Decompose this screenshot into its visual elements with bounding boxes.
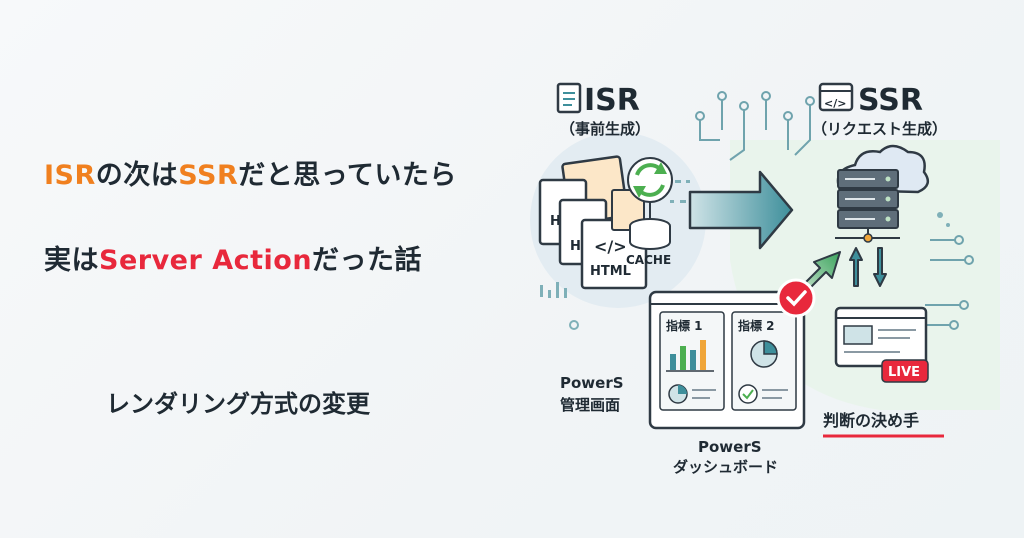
live-browser-window (834, 306, 928, 368)
live-badge: LIVE (881, 359, 929, 383)
isr-document-icon (556, 82, 582, 114)
server-icon (835, 169, 900, 243)
headline-text: 実は (44, 245, 99, 276)
request-response-arrows (849, 247, 887, 287)
ssr-code-window-icon: </> (818, 82, 854, 112)
metric-2-label: 指標 2 (738, 318, 775, 333)
isr-subtitle: （事前生成） (560, 120, 650, 138)
svg-text:</>: </> (824, 97, 846, 110)
check-circle-icon (738, 384, 758, 404)
svg-text:H: H (550, 214, 561, 229)
headline-line-1: ISRの次はSSRだと思っていたら (44, 153, 457, 192)
headline-text: だった話 (312, 245, 423, 276)
headline-ssr: SSR (178, 160, 239, 191)
dashboard-label-line2: ダッシュボード (673, 458, 778, 476)
headline-text: だと思っていたら (238, 160, 457, 191)
code-icon: </> (594, 237, 627, 256)
svg-text:H: H (570, 239, 581, 254)
pie-chart-icon (668, 340, 778, 404)
subtitle: レンダリング方式の変更 (106, 390, 370, 418)
headline-isr: ISR (44, 160, 96, 191)
ssr-title: SSR (858, 83, 923, 118)
metric-1-label: 指標 1 (666, 318, 703, 333)
bar-chart-icon (666, 340, 714, 372)
isr-html-label: HTML (590, 264, 631, 279)
isr-to-ssr-arrow (688, 170, 794, 250)
headline-line-2: 実はServer Actionだった話 (44, 238, 422, 277)
admin-label-line2: 管理画面 (560, 396, 620, 414)
ssr-subtitle: （リクエスト生成） (812, 120, 947, 138)
rendering-illustration: ISR （事前生成） H H </> HTML CACHE </> SSR （リ… (530, 82, 1000, 476)
cache-database-icon (629, 202, 671, 250)
refresh-icon (627, 157, 673, 203)
headline-text: の次は (95, 160, 179, 191)
circuit-decoration (695, 91, 974, 330)
admin-label-line1: PowerS (560, 374, 624, 392)
dashboard-label-line1: PowerS (698, 438, 762, 456)
headline-server-action: Server Action (99, 245, 313, 276)
success-check-badge (776, 278, 816, 318)
isr-title: ISR (584, 83, 640, 118)
cache-label: CACHE (626, 253, 671, 267)
live-label: LIVE (888, 365, 920, 380)
list-lines (692, 389, 788, 399)
decision-label: 判断の決め手 (823, 411, 919, 430)
isr-html-documents: H H </> HTML (538, 155, 648, 290)
